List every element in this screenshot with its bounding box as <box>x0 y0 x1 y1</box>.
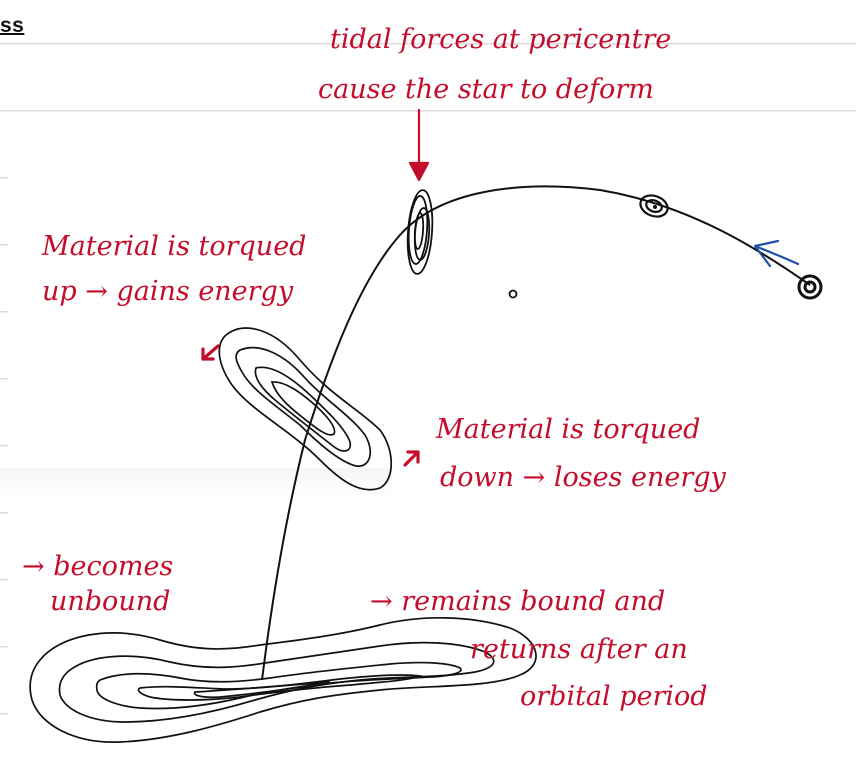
unbound-label-line1: → becomes <box>22 551 173 582</box>
torque-down-arrow <box>405 452 418 465</box>
bound-label-line1: → remains bound and <box>370 586 665 617</box>
tidal-forces-label-line2: cause the star to deform <box>318 74 654 105</box>
bound-label-line3: orbital period <box>520 681 708 712</box>
debris-stream <box>30 618 536 742</box>
star-incoming <box>799 276 821 298</box>
pericentre-arrow <box>410 110 428 180</box>
unbound-label-line2: unbound <box>50 586 170 617</box>
torqued-down-label-line2: down → loses energy <box>440 462 727 493</box>
debris-elongated <box>219 328 391 490</box>
torqued-up-label-line1: Material is torqued <box>41 231 306 262</box>
bound-label-line2: returns after an <box>470 634 688 665</box>
torqued-up-label-line2: up → gains energy <box>42 276 294 307</box>
torqued-down-label-line1: Material is torqued <box>435 414 700 445</box>
star-pericentre <box>405 189 435 274</box>
torque-up-arrow <box>203 346 218 359</box>
tidal-forces-label-line1: tidal forces at pericentre <box>330 24 671 55</box>
black-hole-dot <box>510 291 517 298</box>
